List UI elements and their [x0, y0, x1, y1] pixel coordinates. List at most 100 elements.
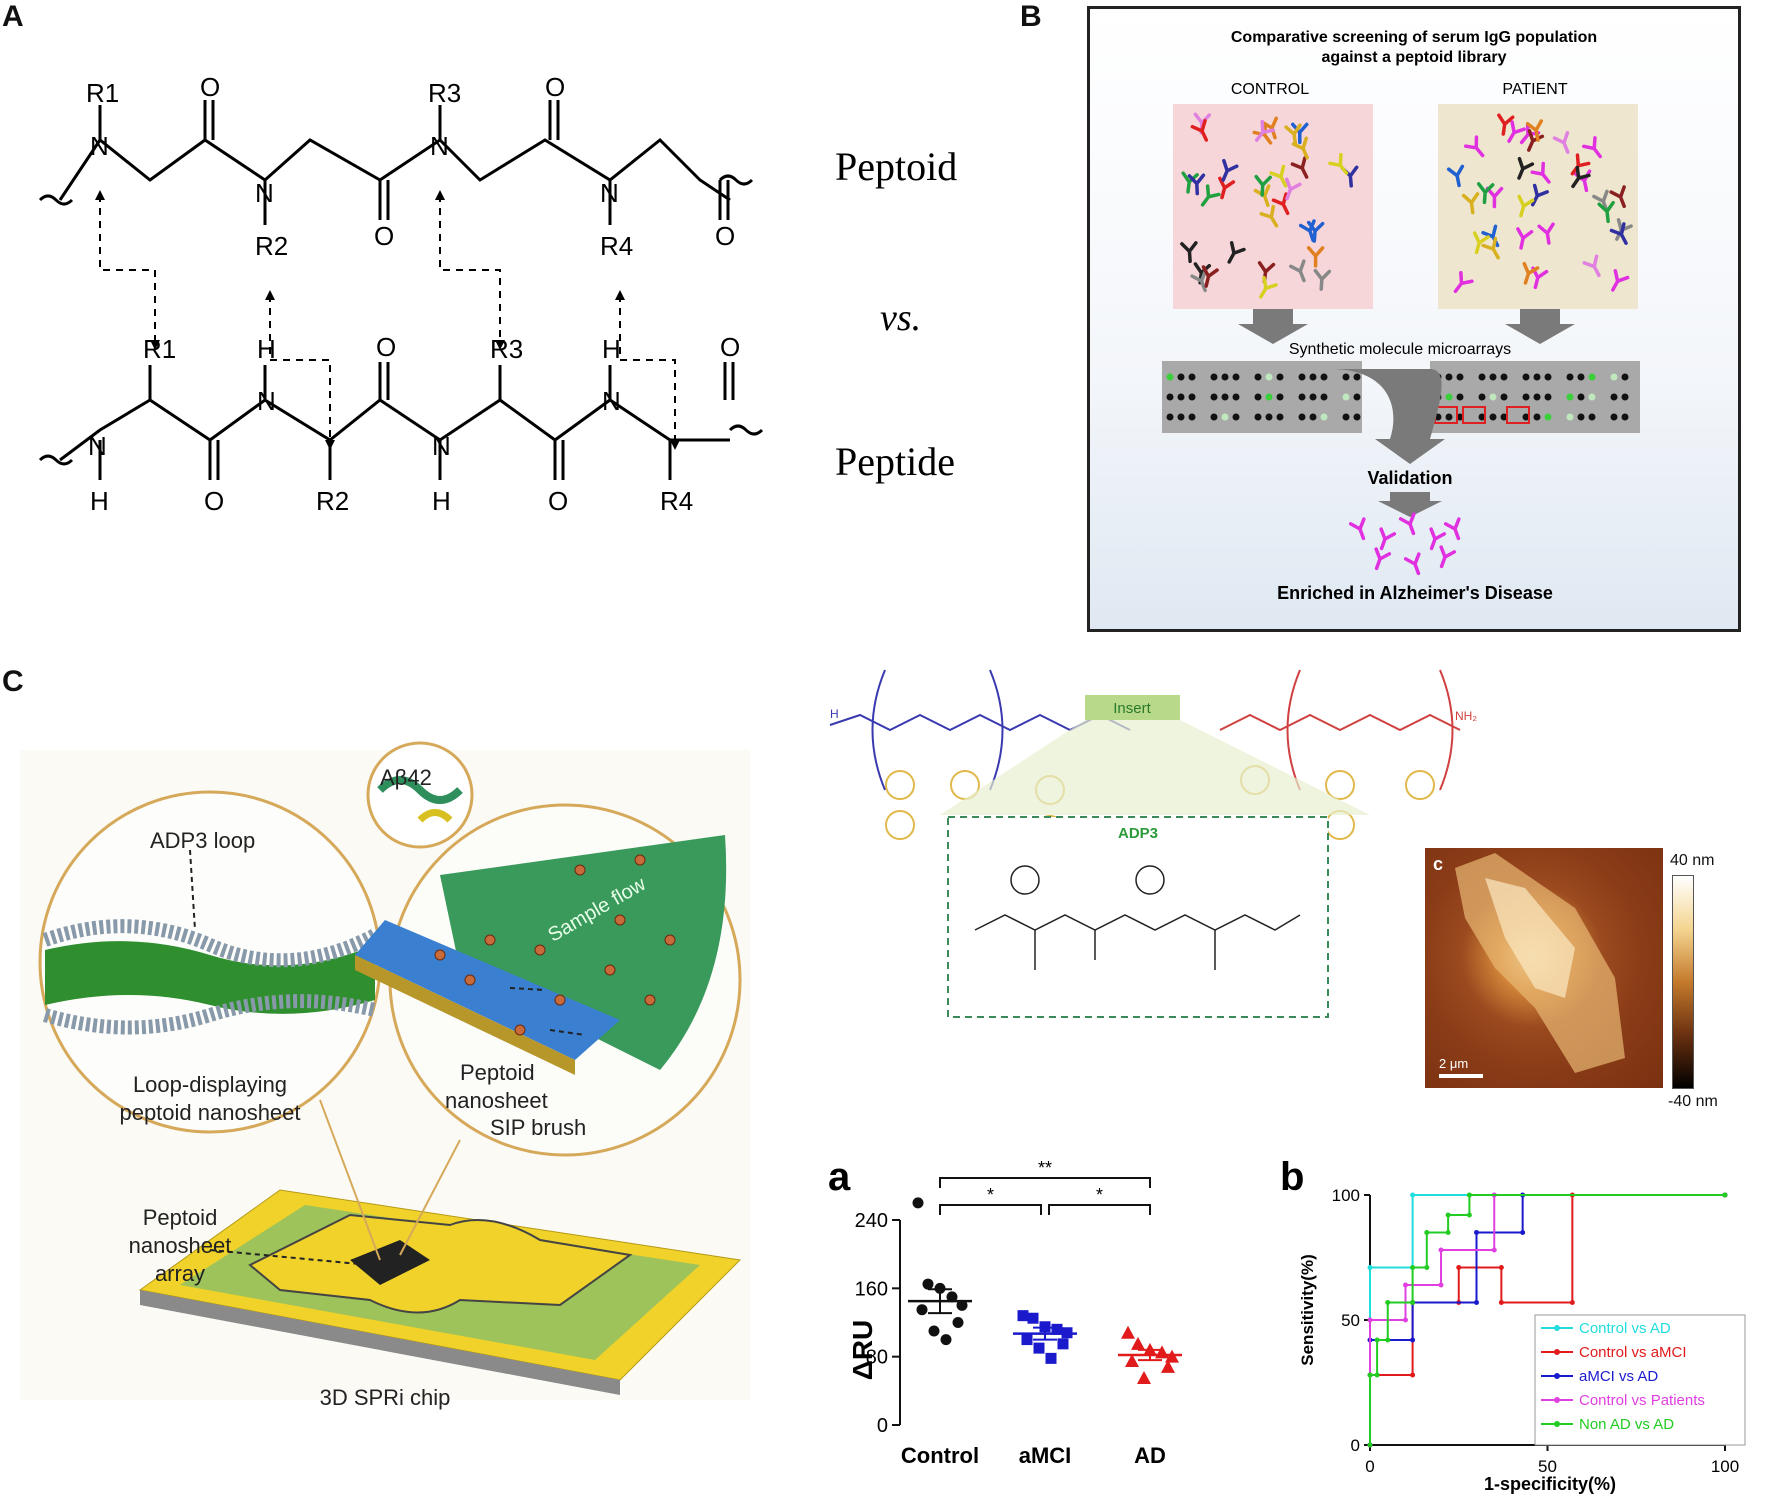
microarray-spot: [1265, 413, 1273, 421]
loop-layer-bottom: [43, 994, 377, 1035]
control-antibody-icon: [1328, 152, 1349, 175]
microarray-spot: [1342, 373, 1350, 381]
microarray-spot: [1456, 413, 1464, 421]
control-antibody-icon: [1284, 123, 1302, 146]
array-label-line1: Peptoid: [143, 1205, 218, 1230]
enriched-antibody-icon: [1374, 547, 1392, 571]
microarray-spot: [1309, 373, 1317, 381]
control-antibody-icon: [1201, 265, 1219, 288]
flow-arrows: [1238, 309, 1575, 344]
atom-r3-bottom: R3: [490, 334, 523, 364]
patient-antibody-icon: [1582, 254, 1601, 278]
peptoid-nanosheet-band: [45, 941, 375, 1014]
chart-b-point: [1410, 1192, 1416, 1198]
microarray-spot: [1489, 393, 1497, 401]
sip-brush-layer: [355, 955, 575, 1075]
adp3-chemical-structure: H NH₂ Insert ADP3: [829, 669, 1477, 1018]
control-antibody-icon: [1218, 176, 1236, 200]
microarray-spot: [1309, 413, 1317, 421]
chart-b-point: [1424, 1230, 1430, 1235]
chart-b-point: [1456, 1265, 1462, 1270]
patient-antibody-icon: [1497, 113, 1515, 136]
atom-o2-top: O: [545, 72, 565, 102]
sample-particle: [554, 994, 566, 1006]
chart-b-legend-label: Control vs AD: [1579, 1320, 1671, 1337]
chart-b-point: [1498, 1265, 1504, 1270]
validation-label: Validation: [1367, 468, 1452, 488]
enriched-antibody-icon: [1348, 517, 1366, 541]
adp3-loop-label: ADP3 loop: [150, 828, 255, 853]
microarray-spot: [1500, 393, 1508, 401]
peptoid-nanosheet-line2: nanosheet: [445, 1088, 548, 1113]
microarray-spot: [1276, 393, 1284, 401]
chart-b-legend-label: Control vs aMCI: [1579, 1344, 1687, 1361]
microarray-spot: [1188, 413, 1196, 421]
chip-edge: [140, 1290, 620, 1395]
control-antibody-icon: [1285, 177, 1302, 201]
control-label: CONTROL: [1231, 81, 1309, 98]
chart-b-point: [1424, 1265, 1430, 1270]
enriched-antibody-icon: [1403, 552, 1421, 576]
chart-b-point: [1491, 1247, 1497, 1253]
microarray-label: Synthetic molecule microarrays: [1289, 341, 1511, 358]
chart-b-legend-marker: [1554, 1397, 1560, 1403]
patient-antibody-icon: [1597, 200, 1615, 224]
microarray-spot: [1610, 413, 1618, 421]
microarray-spot: [1610, 393, 1618, 401]
control-antibody-icon: [1271, 192, 1290, 216]
patient-antibody-icon: [1507, 120, 1526, 143]
chart-b-legend-label: aMCI vs AD: [1579, 1368, 1658, 1385]
sample-particle: [434, 949, 446, 961]
enriched-label: Enriched in Alzheimer's Disease: [1277, 583, 1553, 603]
atom-h1-bottom: H: [257, 334, 276, 364]
enriched-antibody-icon: [1398, 512, 1416, 536]
microarray-spot: [1221, 373, 1229, 381]
patient-antibody-icon: [1530, 183, 1549, 207]
microarray-spot: [1445, 393, 1453, 401]
atom-n2-top: N: [255, 178, 274, 208]
atom-r3-top: R3: [428, 78, 461, 108]
atom-n3-bottom: N: [432, 431, 451, 461]
chart-a-point: [1121, 1325, 1135, 1339]
microarray-spot: [1445, 413, 1453, 421]
chart-a-point: [1033, 1342, 1045, 1354]
microarray-spot: [1298, 413, 1306, 421]
chart-b-point: [1569, 1300, 1575, 1305]
microarray-spot: [1210, 393, 1218, 401]
atom-o4-top: O: [715, 221, 735, 251]
microarray-spot: [1265, 393, 1273, 401]
chart-b-point: [1403, 1282, 1408, 1288]
chart-b-point: [1367, 1442, 1373, 1448]
microarray-spot: [1478, 413, 1486, 421]
atom-o3-top: O: [374, 221, 394, 251]
microarray-spot: [1320, 393, 1328, 401]
sample-particle: [644, 994, 656, 1006]
chart-a-point: [1057, 1338, 1069, 1350]
microarray-spot: [1254, 413, 1262, 421]
control-antibody-icon: [1227, 241, 1246, 264]
control-antibody-icon: [1254, 174, 1272, 197]
atom-n1-bottom: N: [88, 431, 107, 461]
chart-a-significance-bracket: [939, 1177, 1151, 1188]
correspondence-arrows: [99, 195, 676, 440]
chart-b-point: [1403, 1317, 1408, 1323]
chart-b-ytick-label: 50: [1341, 1311, 1360, 1330]
patient-antibody-icon: [1463, 135, 1485, 158]
microarray-spot: [1544, 373, 1552, 381]
array-label-line2: nanosheet: [129, 1233, 232, 1258]
sample-particles: [434, 854, 676, 1036]
chart-b-point: [1385, 1300, 1391, 1305]
chart-a-point: [1131, 1336, 1145, 1350]
sample-particle: [604, 964, 616, 976]
microarray-spot: [1188, 393, 1196, 401]
microarray-spot: [1588, 413, 1596, 421]
atom-r4-top: R4: [600, 231, 633, 261]
chart-a-point: [1137, 1371, 1151, 1385]
chart-a-point: [952, 1317, 964, 1328]
loop-layer-top: [42, 919, 379, 968]
microarray-spot: [1456, 393, 1464, 401]
microarray-spot: [1177, 413, 1185, 421]
chart-a-significance-bracket: [939, 1204, 1042, 1215]
chart-b-ytick-label: 100: [1332, 1186, 1360, 1205]
chart-a-point: [1155, 1345, 1169, 1359]
